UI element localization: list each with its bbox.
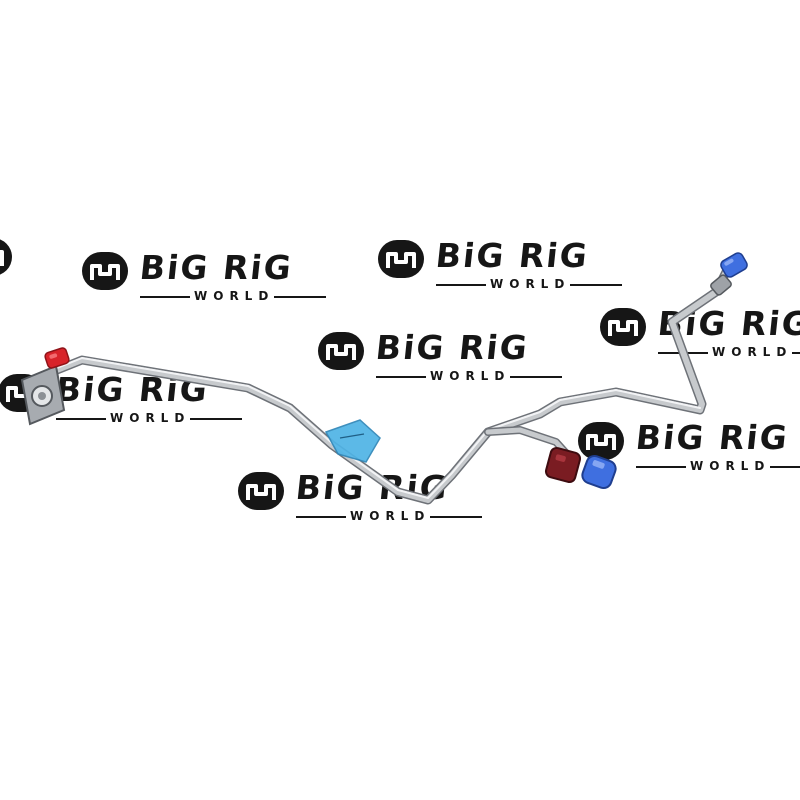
big-rig-world-logo-icon <box>318 332 364 370</box>
watermark-sub: WORLD <box>110 411 191 425</box>
watermark-sub: WORLD <box>712 345 793 359</box>
watermark-logo: BiG RiG WORLD <box>378 236 628 300</box>
watermark-sub: WORLD <box>490 277 571 291</box>
big-rig-world-logo-icon <box>238 472 284 510</box>
watermark-sub: WORLD <box>430 369 511 383</box>
watermark-logo: BiG RiG WORLD <box>578 418 800 482</box>
big-rig-world-logo-icon <box>600 308 646 346</box>
watermark-sub: WORLD <box>690 459 771 473</box>
watermark-logo: BiG RiG WORLD <box>318 328 568 392</box>
big-rig-world-logo-icon <box>378 240 424 278</box>
upper-fitting <box>710 252 748 296</box>
watermark-sub: WORLD <box>194 289 275 303</box>
mounting-bracket <box>20 364 66 426</box>
big-rig-world-logo-icon <box>82 252 128 290</box>
watermark-sub: WORLD <box>350 509 431 523</box>
red-end-cap-icon <box>44 347 70 369</box>
big-rig-world-logo-icon <box>0 238 12 276</box>
lower-fitting <box>544 446 617 490</box>
blue-tag-icon <box>324 419 381 463</box>
blue-end-cap-icon <box>720 252 748 278</box>
watermark-logo-partial <box>0 236 216 298</box>
big-rig-world-logo-icon <box>578 422 624 460</box>
blue-end-cap-icon <box>581 454 617 490</box>
watermark-logo: BiG RiG WORLD <box>82 248 332 312</box>
metal-tube <box>37 263 733 505</box>
watermark-logo: BiG RiG WORLD <box>238 468 488 532</box>
